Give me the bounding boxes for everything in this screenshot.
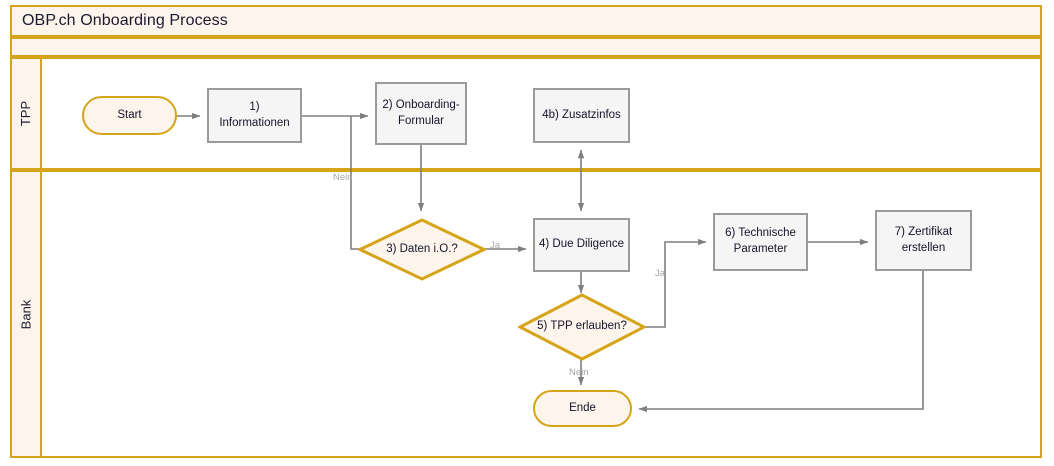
node-onboarding-formular[interactable]: 2) Onboarding-Formular <box>375 82 467 145</box>
page-title: OBP.ch Onboarding Process <box>10 5 1042 37</box>
node-ende-label: Ende <box>569 401 596 414</box>
node-start[interactable]: Start <box>82 96 177 135</box>
node-start-label: Start <box>117 108 142 121</box>
edge-label-tpp-erlauben-nein: Nein <box>569 367 589 378</box>
node-tpp-erlauben-label: 5) TPP erlauben? <box>537 320 627 333</box>
diamond-shape-icon <box>358 218 486 281</box>
node-zusatzinfos-label: 4b) Zusatzinfos <box>542 108 621 121</box>
edge-label-daten-io-nein: Nein <box>333 172 353 183</box>
node-informationen[interactable]: 1) Informationen <box>207 88 302 143</box>
node-daten-io-label: 3) Daten i.O.? <box>386 242 458 255</box>
node-due-diligence[interactable]: 4) Due Diligence <box>533 218 630 272</box>
node-informationen-label: 1) Informationen <box>219 100 290 129</box>
node-onboarding-formular-label: 2) Onboarding-Formular <box>382 98 460 127</box>
diamond-shape-icon <box>518 293 646 361</box>
node-due-diligence-label: 4) Due Diligence <box>539 238 625 251</box>
edge-label-tpp-erlauben-ja: Ja <box>655 268 666 279</box>
node-zusatzinfos[interactable]: 4b) Zusatzinfos <box>533 88 630 143</box>
node-daten-io-decision[interactable]: 3) Daten i.O.? <box>358 218 486 281</box>
lane-header-tpp: TPP <box>10 57 42 170</box>
pool-subbar <box>10 37 1042 57</box>
node-ende[interactable]: Ende <box>533 390 632 427</box>
node-tpp-erlauben-decision[interactable]: 5) TPP erlauben? <box>518 293 646 361</box>
edge-label-daten-io-ja: Ja <box>490 240 501 251</box>
